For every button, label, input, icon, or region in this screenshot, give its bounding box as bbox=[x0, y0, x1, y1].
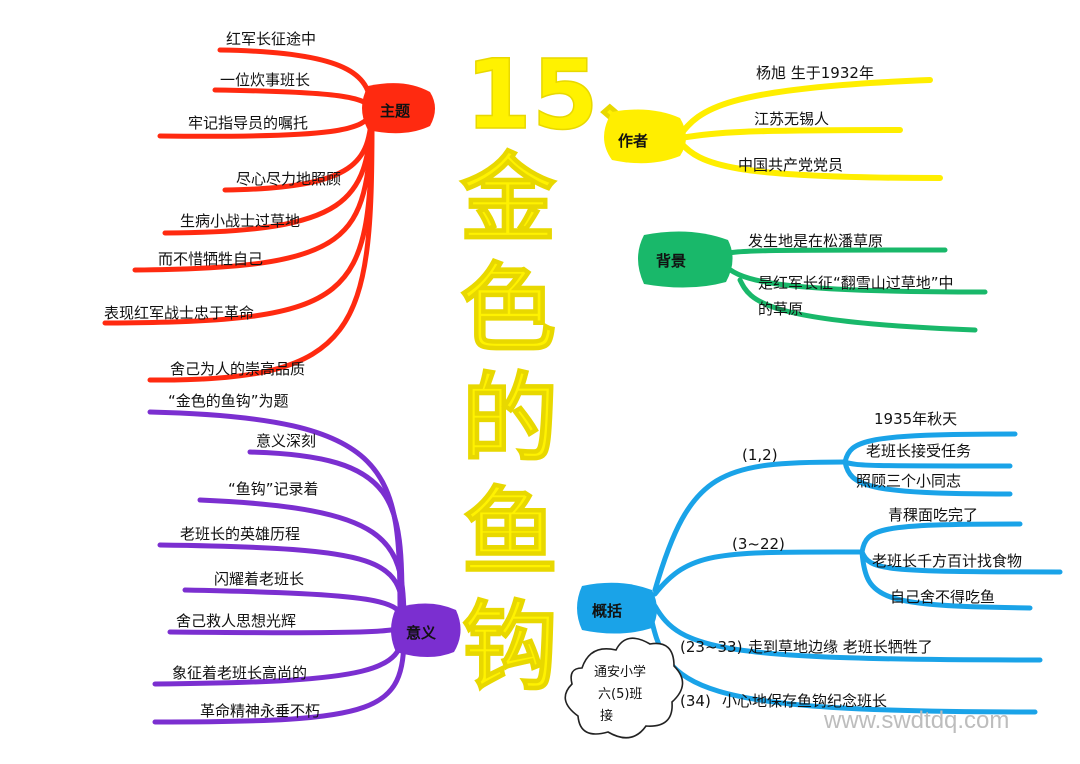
meaning-item-1: “金色的鱼钩”为题 bbox=[168, 392, 289, 410]
summary-group-3-label: (23~33) bbox=[680, 638, 742, 656]
summary-group-1-item-3: 照顾三个小同志 bbox=[856, 472, 961, 490]
title-char-3: 色 bbox=[460, 253, 556, 365]
theme-item-6: 而不惜牺牲自己 bbox=[158, 250, 263, 268]
summary-group-1-item-2: 老班长接受任务 bbox=[866, 442, 971, 460]
summary-group-1-label: (1,2) bbox=[742, 446, 778, 464]
title-char-4: 的 bbox=[462, 363, 558, 475]
summary-branch: 概括 (1,2) 1935年秋天 老班长接受任务 照顾三个小同志 (3~22) … bbox=[577, 410, 1063, 715]
author-item-3: 中国共产党党员 bbox=[738, 156, 843, 174]
theme-hub-label: 主题 bbox=[380, 102, 411, 120]
theme-item-8: 舍己为人的崇高品质 bbox=[170, 360, 305, 378]
cloud-line-3: 接 bbox=[600, 708, 613, 724]
background-item-1: 发生地是在松潘草原 bbox=[748, 232, 883, 250]
background-item-2: 是红军长征“翻雪山过草地”中 bbox=[758, 274, 954, 292]
meaning-item-3: “鱼钩”记录着 bbox=[228, 480, 319, 498]
summary-group-4-label: (34) bbox=[680, 692, 711, 710]
author-branch: 作者 杨旭 生于1932年 江苏无锡人 中国共产党党员 bbox=[604, 64, 943, 181]
author-item-2: 江苏无锡人 bbox=[754, 110, 829, 128]
cloud-line-1: 通安小学 bbox=[594, 664, 646, 680]
background-branch: 背景 发生地是在松潘草原 是红军长征“翻雪山过草地”中 的草原 bbox=[638, 231, 988, 333]
author-hub-blob bbox=[604, 109, 686, 164]
watermark: www.swdtdq.com bbox=[823, 707, 1009, 734]
background-hub-blob bbox=[638, 231, 733, 288]
cloud-outline bbox=[564, 637, 684, 739]
title-char-5: 鱼 bbox=[462, 477, 558, 589]
summary-group-3-item-1: 走到草地边缘 老班长牺牲了 bbox=[748, 638, 933, 656]
summary-group-1-item-1: 1935年秋天 bbox=[874, 410, 957, 428]
author-item-1: 杨旭 生于1932年 bbox=[756, 64, 874, 82]
meaning-item-6: 舍己救人思想光辉 bbox=[176, 612, 296, 630]
summary-hub-blob bbox=[577, 582, 657, 634]
theme-item-5: 生病小战士过草地 bbox=[180, 212, 300, 230]
title-char-2: 金 bbox=[459, 143, 557, 255]
theme-item-7: 表现红军战士忠于革命 bbox=[104, 304, 254, 322]
background-hub-label: 背景 bbox=[656, 252, 686, 270]
title-char-6: 钩 bbox=[462, 591, 558, 703]
title-group: 15、 金 色 的 鱼 钩 bbox=[458, 38, 695, 704]
summary-connectors bbox=[647, 431, 1063, 715]
meaning-item-4: 老班长的英雄历程 bbox=[180, 525, 300, 543]
theme-item-2: 一位炊事班长 bbox=[220, 71, 310, 89]
theme-item-3: 牢记指导员的嘱托 bbox=[188, 114, 308, 132]
cloud-line-2: 六(5)班 bbox=[598, 687, 642, 702]
summary-group-2-item-3: 自己舍不得吃鱼 bbox=[890, 588, 995, 606]
title-char-1: 15、 bbox=[465, 39, 695, 151]
author-connectors bbox=[677, 77, 943, 181]
summary-hub-label: 概括 bbox=[592, 602, 622, 620]
meaning-item-5: 闪耀着老班长 bbox=[214, 570, 304, 588]
signature-cloud: 通安小学 六(5)班 接 bbox=[564, 637, 684, 739]
meaning-connectors bbox=[147, 409, 407, 725]
meaning-item-7: 象征着老班长高尚的 bbox=[172, 664, 307, 682]
author-hub-label: 作者 bbox=[618, 132, 648, 150]
theme-branch: 主题 红军长征途中 一位炊事班长 牢记指导员的嘱托 尽心尽力地照顾 生病小战士过… bbox=[102, 30, 435, 383]
theme-item-1: 红军长征途中 bbox=[226, 30, 316, 48]
background-item-3: 的草原 bbox=[758, 300, 803, 318]
summary-group-2-item-2: 老班长千方百计找食物 bbox=[872, 552, 1022, 570]
meaning-hub-label: 意义 bbox=[406, 624, 436, 642]
theme-item-4: 尽心尽力地照顾 bbox=[236, 170, 341, 188]
theme-hub-blob bbox=[362, 83, 435, 134]
meaning-branch: 意义 “金色的鱼钩”为题 意义深刻 “鱼钩”记录着 老班长的英雄历程 闪耀着老班… bbox=[147, 392, 461, 725]
meaning-item-8: 革命精神永垂不朽 bbox=[200, 702, 320, 720]
summary-group-2-label: (3~22) bbox=[732, 535, 785, 553]
summary-group-2-item-1: 青稞面吃完了 bbox=[888, 506, 978, 524]
meaning-item-2: 意义深刻 bbox=[256, 432, 316, 450]
summary-group-4-item-1: 小心地保存鱼钩纪念班长 bbox=[722, 692, 887, 710]
meaning-hub-blob bbox=[391, 603, 461, 657]
